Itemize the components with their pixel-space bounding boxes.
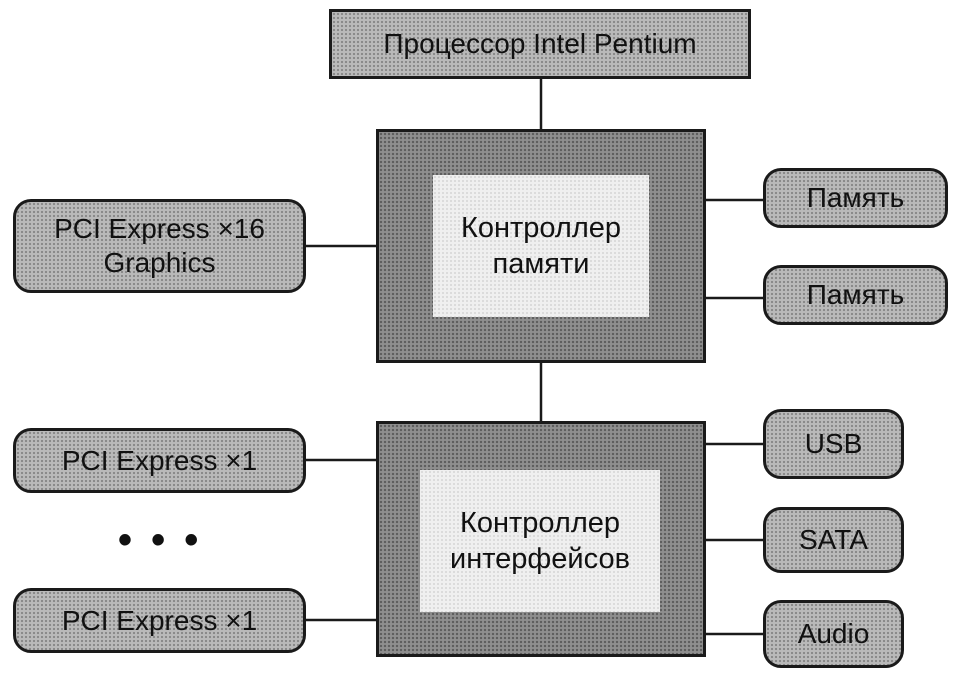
pcie-x1-label-2: PCI Express ×1 (61, 604, 258, 636)
memory-label-2: Память (806, 279, 905, 310)
memory-box-1: Память (763, 168, 948, 228)
memory-label-1: Память (806, 182, 905, 213)
pcie-x1-box-1: PCI Express ×1 (13, 428, 306, 493)
cpu-box: Процессор Intel Pentium (329, 9, 751, 79)
memory-controller-box (376, 129, 706, 363)
memory-controller-inner: Контроллер памяти (433, 175, 649, 317)
more-slots-ellipsis: • • • (118, 518, 203, 562)
graphics-label: PCI Express ×16 Graphics (54, 213, 265, 278)
pcie-x1-box-2: PCI Express ×1 (13, 588, 306, 653)
audio-label: Audio (797, 618, 870, 649)
pcie-x1-label-1: PCI Express ×1 (61, 444, 258, 476)
interface-controller-label: Контроллер интерфейсов (450, 507, 630, 575)
interface-controller-inner: Контроллер интерфейсов (420, 470, 660, 612)
usb-box: USB (763, 409, 904, 479)
memory-box-2: Память (763, 265, 948, 325)
cpu-label: Процессор Intel Pentium (383, 28, 697, 59)
audio-box: Audio (763, 600, 904, 668)
graphics-box: PCI Express ×16 Graphics (13, 199, 306, 293)
memory-controller-label: Контроллер памяти (460, 212, 622, 280)
usb-label: USB (804, 428, 863, 459)
sata-label: SATA (799, 524, 868, 555)
sata-box: SATA (763, 507, 904, 573)
